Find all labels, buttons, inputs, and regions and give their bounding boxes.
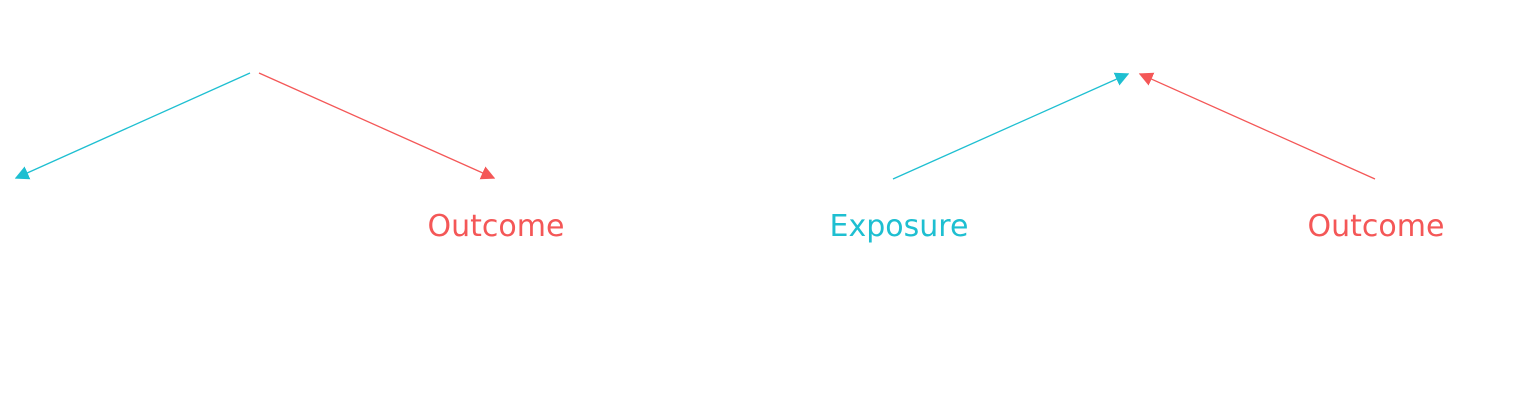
collider-outcome-arrow — [1138, 72, 1376, 180]
collider-exposure-label: Exposure — [830, 209, 969, 244]
collider-outcome-label: Outcome — [1308, 209, 1445, 244]
fork-outcome-label: Outcome — [428, 209, 565, 244]
fork-exposure-arrow — [14, 72, 251, 180]
collider-exposure-arrow — [892, 72, 1130, 180]
collider-diagram: Exposure Outcome — [830, 72, 1445, 244]
fork-diagram: Outcome — [14, 72, 565, 244]
fork-outcome-arrow — [258, 72, 496, 180]
